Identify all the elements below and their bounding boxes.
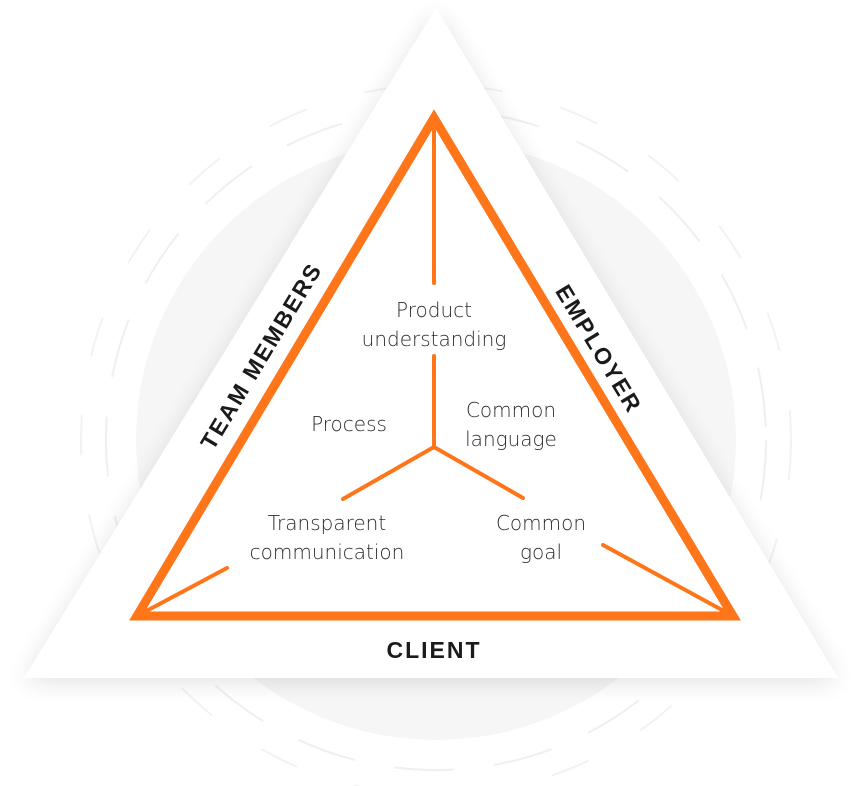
label-product-line2: understanding xyxy=(362,327,507,351)
orange-triangle xyxy=(129,109,741,621)
label-common-language-line1: Common xyxy=(466,398,556,422)
label-common-goal-line1: Common xyxy=(496,511,586,535)
divider-center-left xyxy=(341,445,436,501)
label-common-goal-line2: goal xyxy=(520,540,562,564)
divider-bottom-right xyxy=(601,543,735,618)
label-product-line1: Product xyxy=(396,298,472,322)
outer-triangle xyxy=(24,8,838,678)
side-label-client: CLIENT xyxy=(386,637,481,663)
divider-center-right xyxy=(432,445,525,500)
label-transparent-line2: communication xyxy=(250,540,405,564)
divider-bottom-left xyxy=(135,566,229,618)
label-transparent-line1: Transparent xyxy=(268,511,386,535)
label-process: Process xyxy=(311,412,387,436)
label-common-language-line2: language xyxy=(465,427,557,451)
